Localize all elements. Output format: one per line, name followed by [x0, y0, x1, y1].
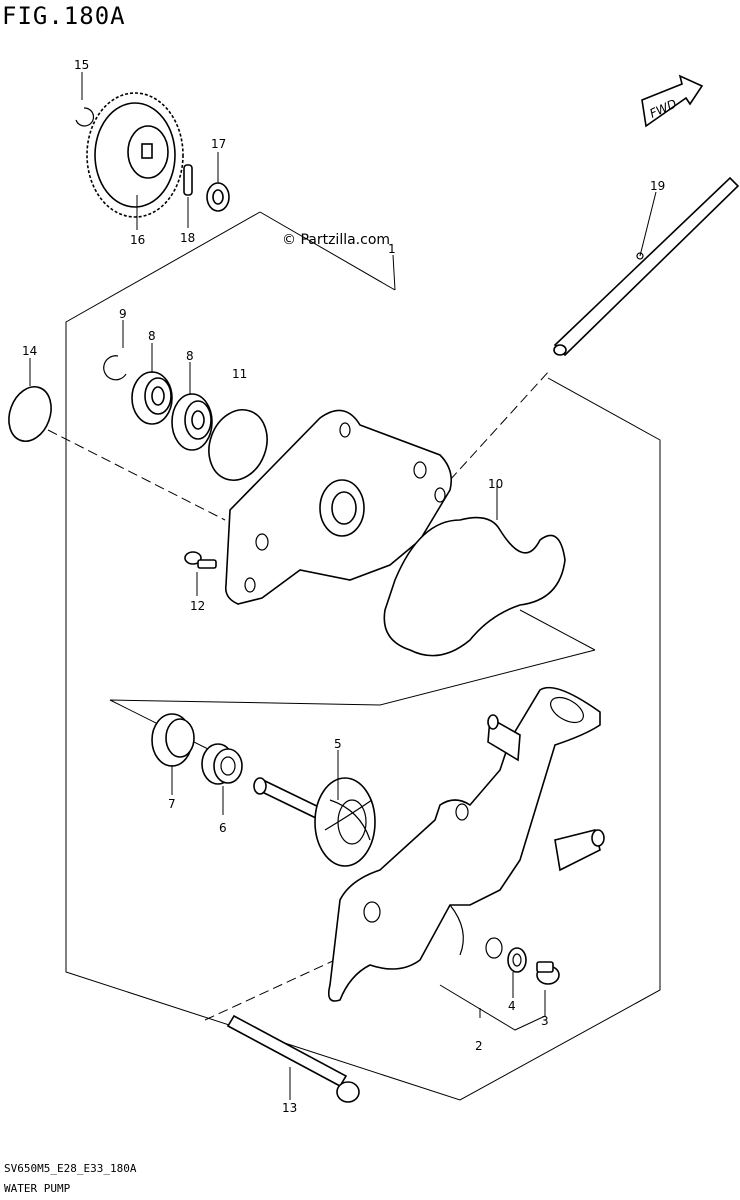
mech-seal-part-6 [201, 743, 243, 785]
bolt-part-12 [184, 551, 217, 569]
callout-12: 12 [190, 599, 205, 613]
callout-14: 14 [22, 344, 37, 358]
callout-2: 2 [475, 1039, 483, 1053]
callout-15: 15 [74, 58, 89, 72]
fwd-arrow-icon [641, 74, 704, 128]
leader-19 [449, 369, 551, 481]
pump-cover-part-1 [224, 409, 453, 605]
callout-8b: 8 [186, 349, 194, 363]
circlip-part-9 [103, 355, 127, 381]
callout-3: 3 [541, 1014, 549, 1028]
figure-title: FIG.180A [2, 2, 126, 30]
gasket-part-10 [383, 516, 566, 657]
footer-diagram-name: WATER PUMP [4, 1182, 71, 1195]
callout-13: 13 [282, 1101, 297, 1115]
leader-10-edge [519, 609, 596, 651]
callout-7: 7 [168, 797, 176, 811]
footer-diagram-code: SV650M5_E28_E33_180A [4, 1162, 137, 1175]
callout-17: 17 [211, 137, 226, 151]
hose-part-19 [553, 176, 740, 357]
callout-5: 5 [334, 737, 342, 751]
frame-top-edge [259, 211, 396, 291]
washer-part-17 [206, 182, 230, 212]
assembly-frame [65, 211, 661, 1101]
bearing-part-8a [131, 371, 173, 425]
washer-part-4 [507, 947, 527, 973]
callout-10: 10 [488, 477, 503, 491]
callout-leaders [29, 72, 657, 1100]
callout-8a: 8 [148, 329, 156, 343]
circlip-part-15 [75, 107, 95, 127]
impeller-part-5 [253, 777, 376, 867]
callout-6: 6 [219, 821, 227, 835]
o-ring-part-14 [8, 386, 52, 442]
callout-9: 9 [119, 307, 127, 321]
bolt-part-3 [536, 961, 560, 985]
pump-body-part-2 [327, 686, 605, 1002]
callout-19: 19 [650, 179, 665, 193]
leader-14 [47, 429, 226, 521]
callout-16: 16 [130, 233, 145, 247]
callout-1: 1 [388, 242, 396, 256]
bolt-part-13 [226, 1014, 360, 1103]
leader-13 [204, 929, 401, 1021]
watermark-text: © Partzilla.com [282, 232, 390, 248]
callout-11: 11 [232, 367, 247, 381]
pin-part-18 [183, 164, 193, 196]
o-ring-part-11 [208, 409, 268, 481]
seal-part-7 [151, 713, 195, 767]
callout-4: 4 [508, 999, 516, 1013]
gear-part-16 [86, 92, 184, 218]
callout-18: 18 [180, 231, 195, 245]
bearing-part-8b [171, 393, 213, 451]
